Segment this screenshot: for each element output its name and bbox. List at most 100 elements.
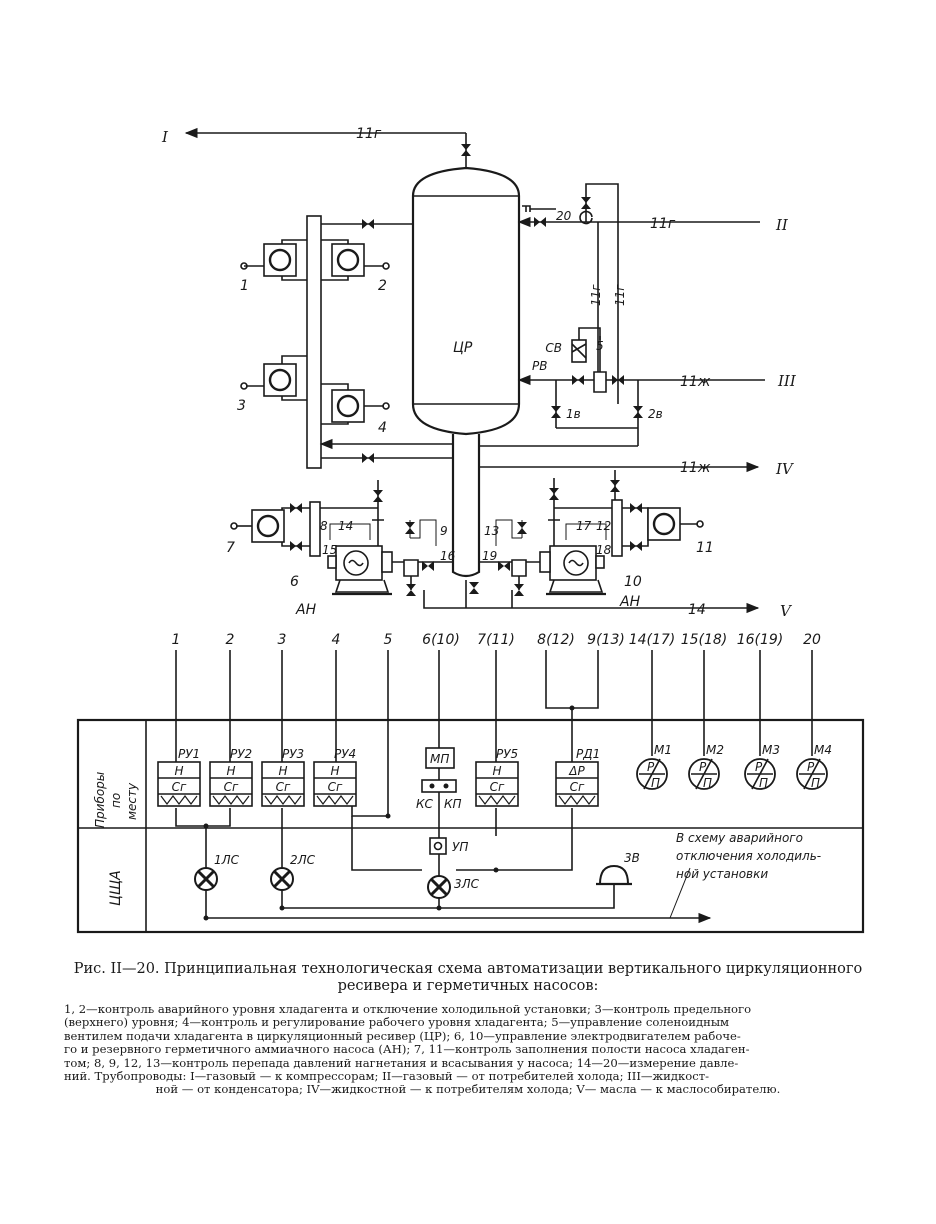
num-15: 15 bbox=[322, 543, 337, 557]
device-top: Н bbox=[330, 764, 339, 778]
device-bottom: Сг bbox=[328, 780, 343, 794]
column-label: 2 bbox=[226, 632, 235, 648]
column-label: 8(12) bbox=[537, 632, 575, 648]
device-tag: РУ5 bbox=[496, 747, 518, 761]
pump-group-right: 11 10 АН 17 12 18 13 19 bbox=[479, 470, 714, 610]
gauge-tag: М4 bbox=[814, 743, 832, 757]
pipe-11g-right: 11г bbox=[650, 216, 676, 232]
emergency-note: В схему аварийного отключения холодиль- … bbox=[676, 831, 821, 881]
row-local-line2: по bbox=[109, 793, 123, 808]
gauge-top: Р bbox=[807, 760, 815, 774]
pipe-II-label: II bbox=[775, 216, 789, 234]
lamp-3ls bbox=[426, 874, 452, 900]
column-label: 15(18) bbox=[681, 632, 728, 648]
num-3: 3 bbox=[237, 398, 246, 414]
num-16: 16 bbox=[440, 549, 456, 563]
ks-label: КС bbox=[416, 797, 434, 811]
num-9: 9 bbox=[440, 524, 448, 538]
column-label: 7(11) bbox=[477, 632, 515, 648]
control-panel-frame: Приборы по месту ЦЩА bbox=[76, 718, 865, 934]
caption-line: вентилем подачи хладагента в циркуляцион… bbox=[64, 1028, 741, 1043]
receiver-label: ЦР bbox=[453, 340, 473, 356]
lamp-wiring bbox=[175, 808, 712, 924]
num-8: 8 bbox=[320, 519, 328, 533]
num-19: 19 bbox=[482, 549, 497, 563]
pipe-11zh-a: 11ж bbox=[680, 374, 711, 390]
device-bottom: Сг bbox=[172, 780, 187, 794]
column-label: 14(17) bbox=[629, 632, 676, 648]
device-bottom: Сг bbox=[490, 780, 505, 794]
gauge-bottom: П bbox=[651, 776, 660, 790]
pipe-IV-label: IV bbox=[775, 460, 795, 478]
device-bottom: Сг bbox=[224, 780, 239, 794]
device-bottom: Сг bbox=[276, 780, 291, 794]
caption-line: (верхнего) уровня; 4—контроль и регулиро… bbox=[64, 1015, 730, 1030]
pump-group-left: 7 6 АН 8 14 15 9 16 bbox=[226, 480, 456, 618]
kp-label: КП bbox=[444, 797, 462, 811]
pipe-14: 14 bbox=[688, 602, 706, 618]
num-2: 2 bbox=[378, 278, 387, 294]
device-top: ΔР bbox=[568, 764, 585, 778]
gauge-bottom: П bbox=[703, 776, 712, 790]
pipe-III-label: III bbox=[777, 372, 797, 390]
caption-line: ной — от конденсатора; IV—жидкостной — к… bbox=[155, 1082, 781, 1097]
level-sensor-4: 4 bbox=[321, 383, 390, 436]
num-4: 4 bbox=[378, 420, 387, 436]
automation-scheme-diagram: ЦР I 11г 1 2 3 4 bbox=[76, 126, 865, 934]
column-label: 9(13) bbox=[587, 632, 625, 648]
svg-text:В схему аварийного: В схему аварийного bbox=[676, 831, 803, 845]
caption-line: том; 8, 9, 12, 13—контроль перепада давл… bbox=[64, 1055, 739, 1070]
level-sensor-3: 3 bbox=[237, 355, 307, 414]
column-label: 3 bbox=[278, 632, 287, 648]
an-right: АН bbox=[619, 594, 641, 610]
num-12: 12 bbox=[596, 519, 611, 533]
pump-control-chain: МП КС КП УП bbox=[416, 747, 468, 876]
caption-line: 1, 2—контроль аварийного уровня хладаген… bbox=[64, 1002, 752, 1016]
horn-icon bbox=[596, 864, 632, 886]
device-tag: РУ4 bbox=[334, 747, 356, 761]
gauge-bottom: П bbox=[759, 776, 768, 790]
num-2v: 2в bbox=[648, 407, 663, 421]
num-7: 7 bbox=[226, 540, 235, 556]
figure-caption-body: 1, 2—контроль аварийного уровня хладаген… bbox=[64, 1002, 872, 1097]
figure-caption-title: Рис. II—20. Принципиальная технологическ… bbox=[73, 961, 863, 994]
sv-label: СВ bbox=[545, 341, 562, 355]
level-column bbox=[306, 215, 453, 469]
pipe-I-label: I bbox=[161, 128, 169, 146]
circulation-receiver: ЦР bbox=[411, 166, 521, 578]
device-top: Н bbox=[226, 764, 235, 778]
gauge-top: Р bbox=[699, 760, 707, 774]
pipe-V-label: V bbox=[780, 602, 793, 620]
device-top: Н bbox=[278, 764, 287, 778]
column-label: 16(19) bbox=[737, 632, 784, 648]
device-top: Н bbox=[174, 764, 183, 778]
num-18: 18 bbox=[596, 543, 612, 557]
device-tag: РУ3 bbox=[282, 747, 304, 761]
device-tag: РУ2 bbox=[230, 747, 252, 761]
num-14: 14 bbox=[338, 519, 353, 533]
an-left: АН bbox=[295, 602, 317, 618]
device-top: Н bbox=[492, 764, 501, 778]
column-label: 1 bbox=[172, 632, 181, 648]
num-13: 13 bbox=[484, 524, 499, 538]
pipe-11g-top: 11г bbox=[356, 126, 382, 142]
num-6: 6 bbox=[290, 574, 299, 590]
row-local-line1: Приборы bbox=[93, 772, 107, 828]
pipe-11g-v1: 11г bbox=[589, 284, 603, 306]
mp-label: МП bbox=[430, 752, 449, 766]
lamp-2ls-label: 2ЛС bbox=[290, 853, 316, 867]
num-5-top: 5 bbox=[596, 339, 604, 353]
horn-label: 3В bbox=[624, 851, 640, 865]
gauge-tag: М1 bbox=[654, 743, 672, 757]
device-tag: РУ1 bbox=[178, 747, 200, 761]
device-bottom: Сг bbox=[570, 780, 585, 794]
